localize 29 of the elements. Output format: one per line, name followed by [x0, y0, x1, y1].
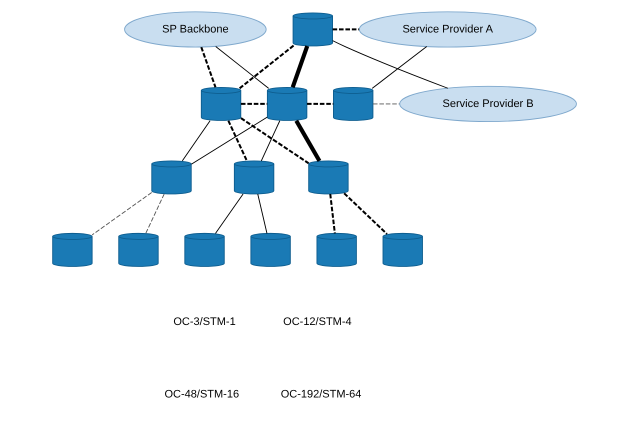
connector: [240, 117, 309, 164]
node-ellipse: Service Provider A: [358, 11, 536, 48]
legend-label: OC-3/STM-1: [172, 316, 236, 328]
legend-label: OC-192/STM-64: [280, 388, 361, 401]
connector: [190, 116, 268, 165]
connector: [238, 44, 294, 90]
legend-label: OC-48/STM-16: [164, 388, 239, 401]
connector: [306, 102, 333, 105]
node-ellipse: SP Backbone: [124, 11, 266, 48]
connector: [214, 194, 244, 234]
connector: [332, 28, 359, 30]
connector: [260, 120, 280, 162]
connector: [240, 102, 267, 105]
connector: [294, 120, 321, 162]
connector: [256, 194, 267, 234]
connector: [181, 120, 210, 162]
node-ellipse: Service Provider B: [398, 86, 576, 122]
connector: [371, 46, 427, 89]
connector: [214, 46, 269, 89]
connector: [200, 46, 216, 88]
connector: [144, 194, 164, 234]
connector: [91, 192, 152, 236]
connector: [226, 120, 248, 162]
connector: [332, 40, 448, 89]
connector: [372, 103, 400, 104]
connector: [342, 192, 388, 235]
connector: [290, 45, 309, 88]
connector: [328, 194, 336, 234]
legend-label: OC-12/STM-4: [282, 316, 352, 328]
